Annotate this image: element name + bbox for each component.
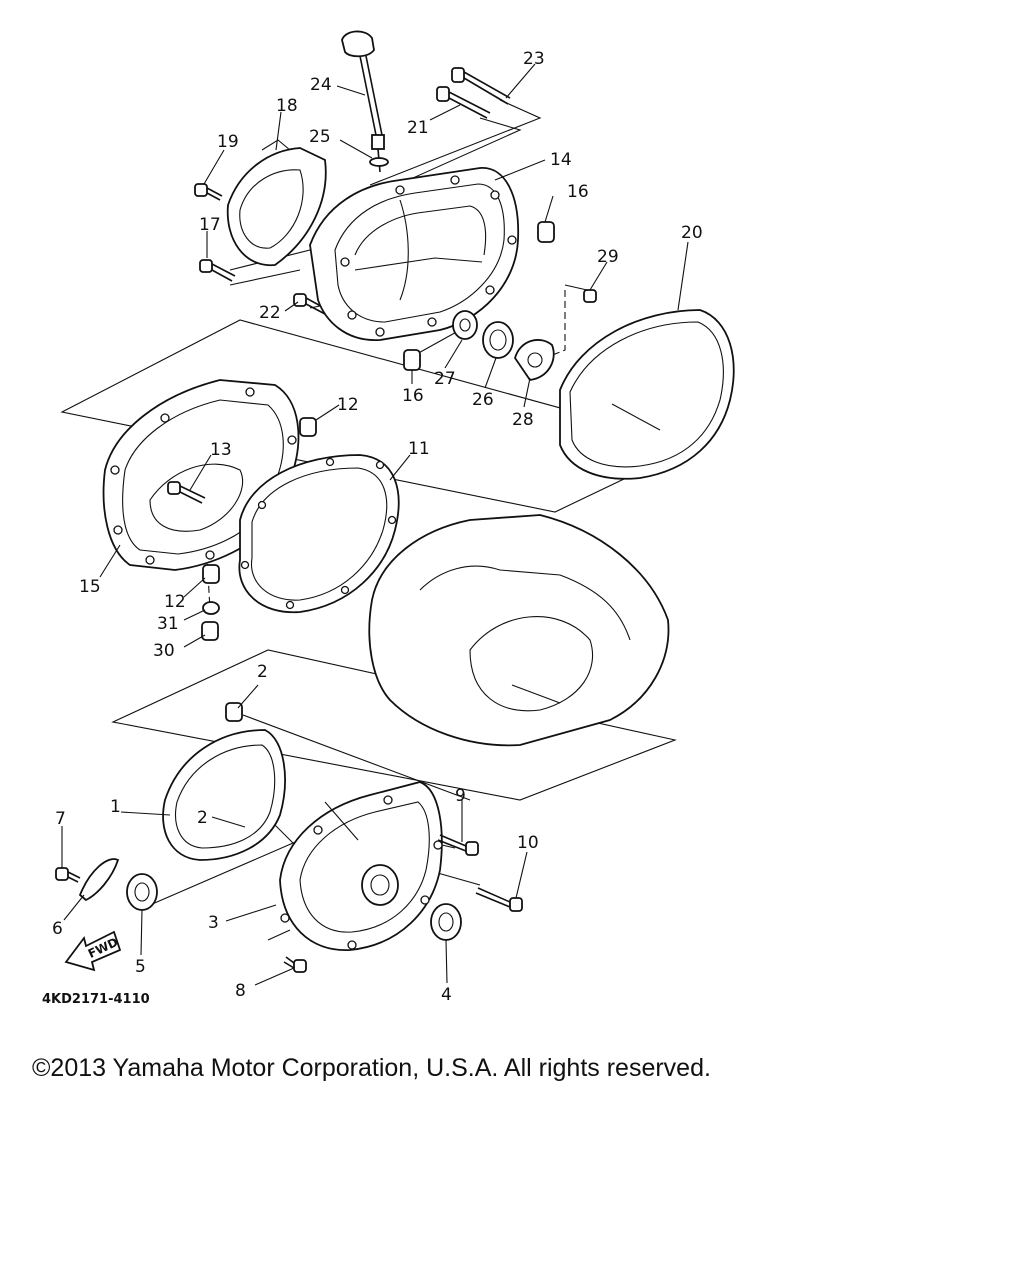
crankcase-cover-exploded-diagram: FWD — [42, 30, 735, 1007]
dowel-pin-12-upper — [299, 417, 317, 437]
callout: 11 — [408, 439, 430, 459]
callout: 23 — [523, 49, 545, 69]
oil-seal-27 — [452, 310, 478, 340]
cover-14-bolt-holes — [340, 175, 517, 337]
callout: 18 — [276, 96, 298, 116]
callout: 28 — [512, 410, 534, 430]
cover-3-bolt-holes — [280, 795, 443, 950]
callout: 31 — [157, 614, 179, 634]
bolt-9 — [465, 841, 479, 856]
callout: 29 — [597, 247, 619, 267]
callout: 26 — [472, 390, 494, 410]
plate-28 — [514, 339, 555, 381]
gasket-20 — [559, 309, 735, 480]
callout: 19 — [217, 132, 239, 152]
bolt-10 — [509, 897, 523, 912]
oil-seal-4 — [430, 903, 462, 941]
gasket-1 — [162, 729, 286, 861]
gasket-11-holes — [240, 457, 397, 610]
bolt-17 — [199, 259, 213, 273]
callout: 6 — [52, 919, 63, 939]
plug-30 — [201, 621, 219, 641]
screw-29 — [583, 289, 597, 303]
callout: 14 — [550, 150, 572, 170]
callout: 20 — [681, 223, 703, 243]
cover-15-bolt-holes — [110, 387, 297, 565]
lower-assembly-plane — [111, 649, 677, 801]
bolt-19 — [194, 183, 208, 197]
callout: 1 — [110, 797, 121, 817]
rotor-cover-18 — [226, 139, 327, 266]
callout: 25 — [309, 127, 331, 147]
callout: 16 — [567, 182, 589, 202]
bolts-21-23 — [436, 67, 511, 119]
callout: 17 — [199, 215, 221, 235]
retainer-6 — [78, 858, 120, 902]
dowel-pin-16-upper — [537, 221, 555, 243]
callout: 13 — [210, 440, 232, 460]
callout: 12 — [164, 592, 186, 612]
callout: 4 — [441, 985, 452, 1005]
callout: 16 — [402, 386, 424, 406]
callout: 2 — [257, 662, 268, 682]
callout: 9 — [455, 786, 466, 806]
callout: 15 — [79, 577, 101, 597]
callout-labels: 1 2 2 3 4 5 6 7 8 9 10 11 12 12 13 14 15… — [52, 49, 703, 1005]
crankcase-block — [368, 514, 670, 747]
dowel-pin-16-lower — [403, 349, 421, 371]
washer-31 — [202, 601, 220, 615]
gasket-11 — [238, 454, 400, 614]
oil-seal-5 — [126, 873, 158, 911]
callout: 2 — [197, 808, 208, 828]
bolt-8 — [293, 959, 307, 973]
copyright-notice: ©2013 Yamaha Motor Corporation, U.S.A. A… — [32, 1054, 711, 1082]
callout: 3 — [208, 913, 219, 933]
callout: 10 — [517, 833, 539, 853]
callout: 5 — [135, 957, 146, 977]
crankcase-cover-14 — [309, 167, 520, 341]
bearing-26 — [482, 321, 514, 359]
callout: 7 — [55, 809, 66, 829]
callout: 27 — [434, 369, 456, 389]
callout: 24 — [310, 75, 332, 95]
callout: 22 — [259, 303, 281, 323]
dipstick — [341, 30, 389, 173]
drawing-code: 4KD2171-4110 — [42, 992, 150, 1007]
callout: 8 — [235, 981, 246, 1001]
bolt-13 — [167, 481, 181, 495]
forward-direction-arrow: FWD — [64, 930, 122, 972]
callout-leaders — [61, 63, 689, 986]
dowel-pin-12-lower — [202, 564, 220, 584]
bolt-22 — [293, 293, 307, 307]
callout: 30 — [153, 641, 175, 661]
callout: 12 — [337, 395, 359, 415]
screw-7 — [55, 867, 69, 881]
crankcase-cover-3 — [279, 781, 443, 951]
callout: 21 — [407, 118, 429, 138]
